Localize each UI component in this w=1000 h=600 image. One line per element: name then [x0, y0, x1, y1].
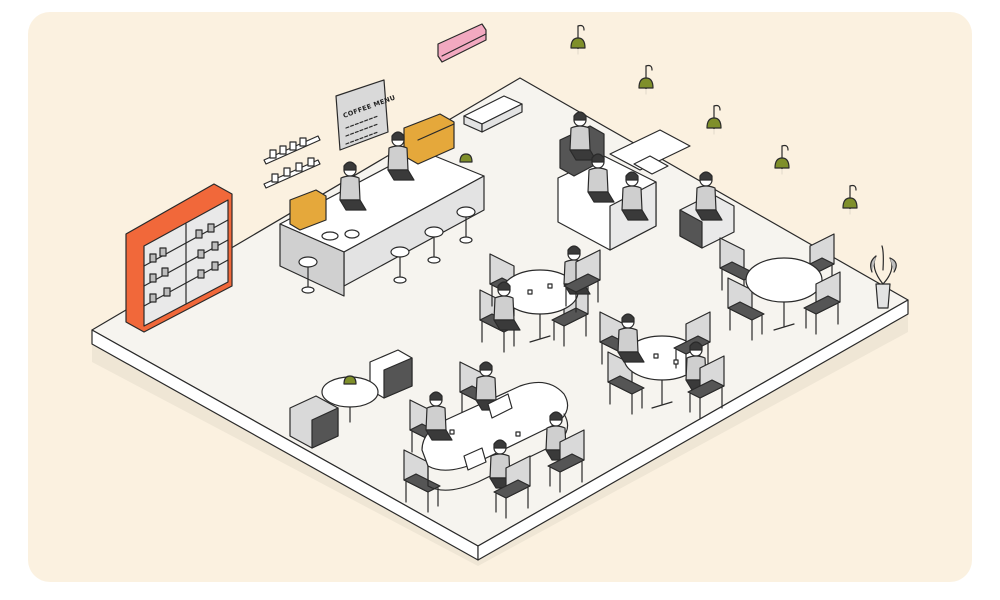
coffee-menu-board: COFFEE MENU	[335, 79, 397, 151]
potted-plant-icon	[870, 245, 897, 309]
laptop-icon	[463, 447, 487, 471]
counter-lamp-icon	[459, 153, 473, 163]
wall-shelves	[263, 135, 321, 189]
long-table-group	[403, 361, 585, 519]
air-conditioner-icon	[437, 23, 487, 63]
espresso-machine-icon	[289, 113, 455, 231]
lounge-corner	[289, 349, 413, 449]
laptop-icon	[487, 393, 513, 419]
display-cabinet	[125, 183, 233, 333]
coffee-bar-counter	[279, 113, 485, 297]
low-table	[463, 95, 523, 133]
